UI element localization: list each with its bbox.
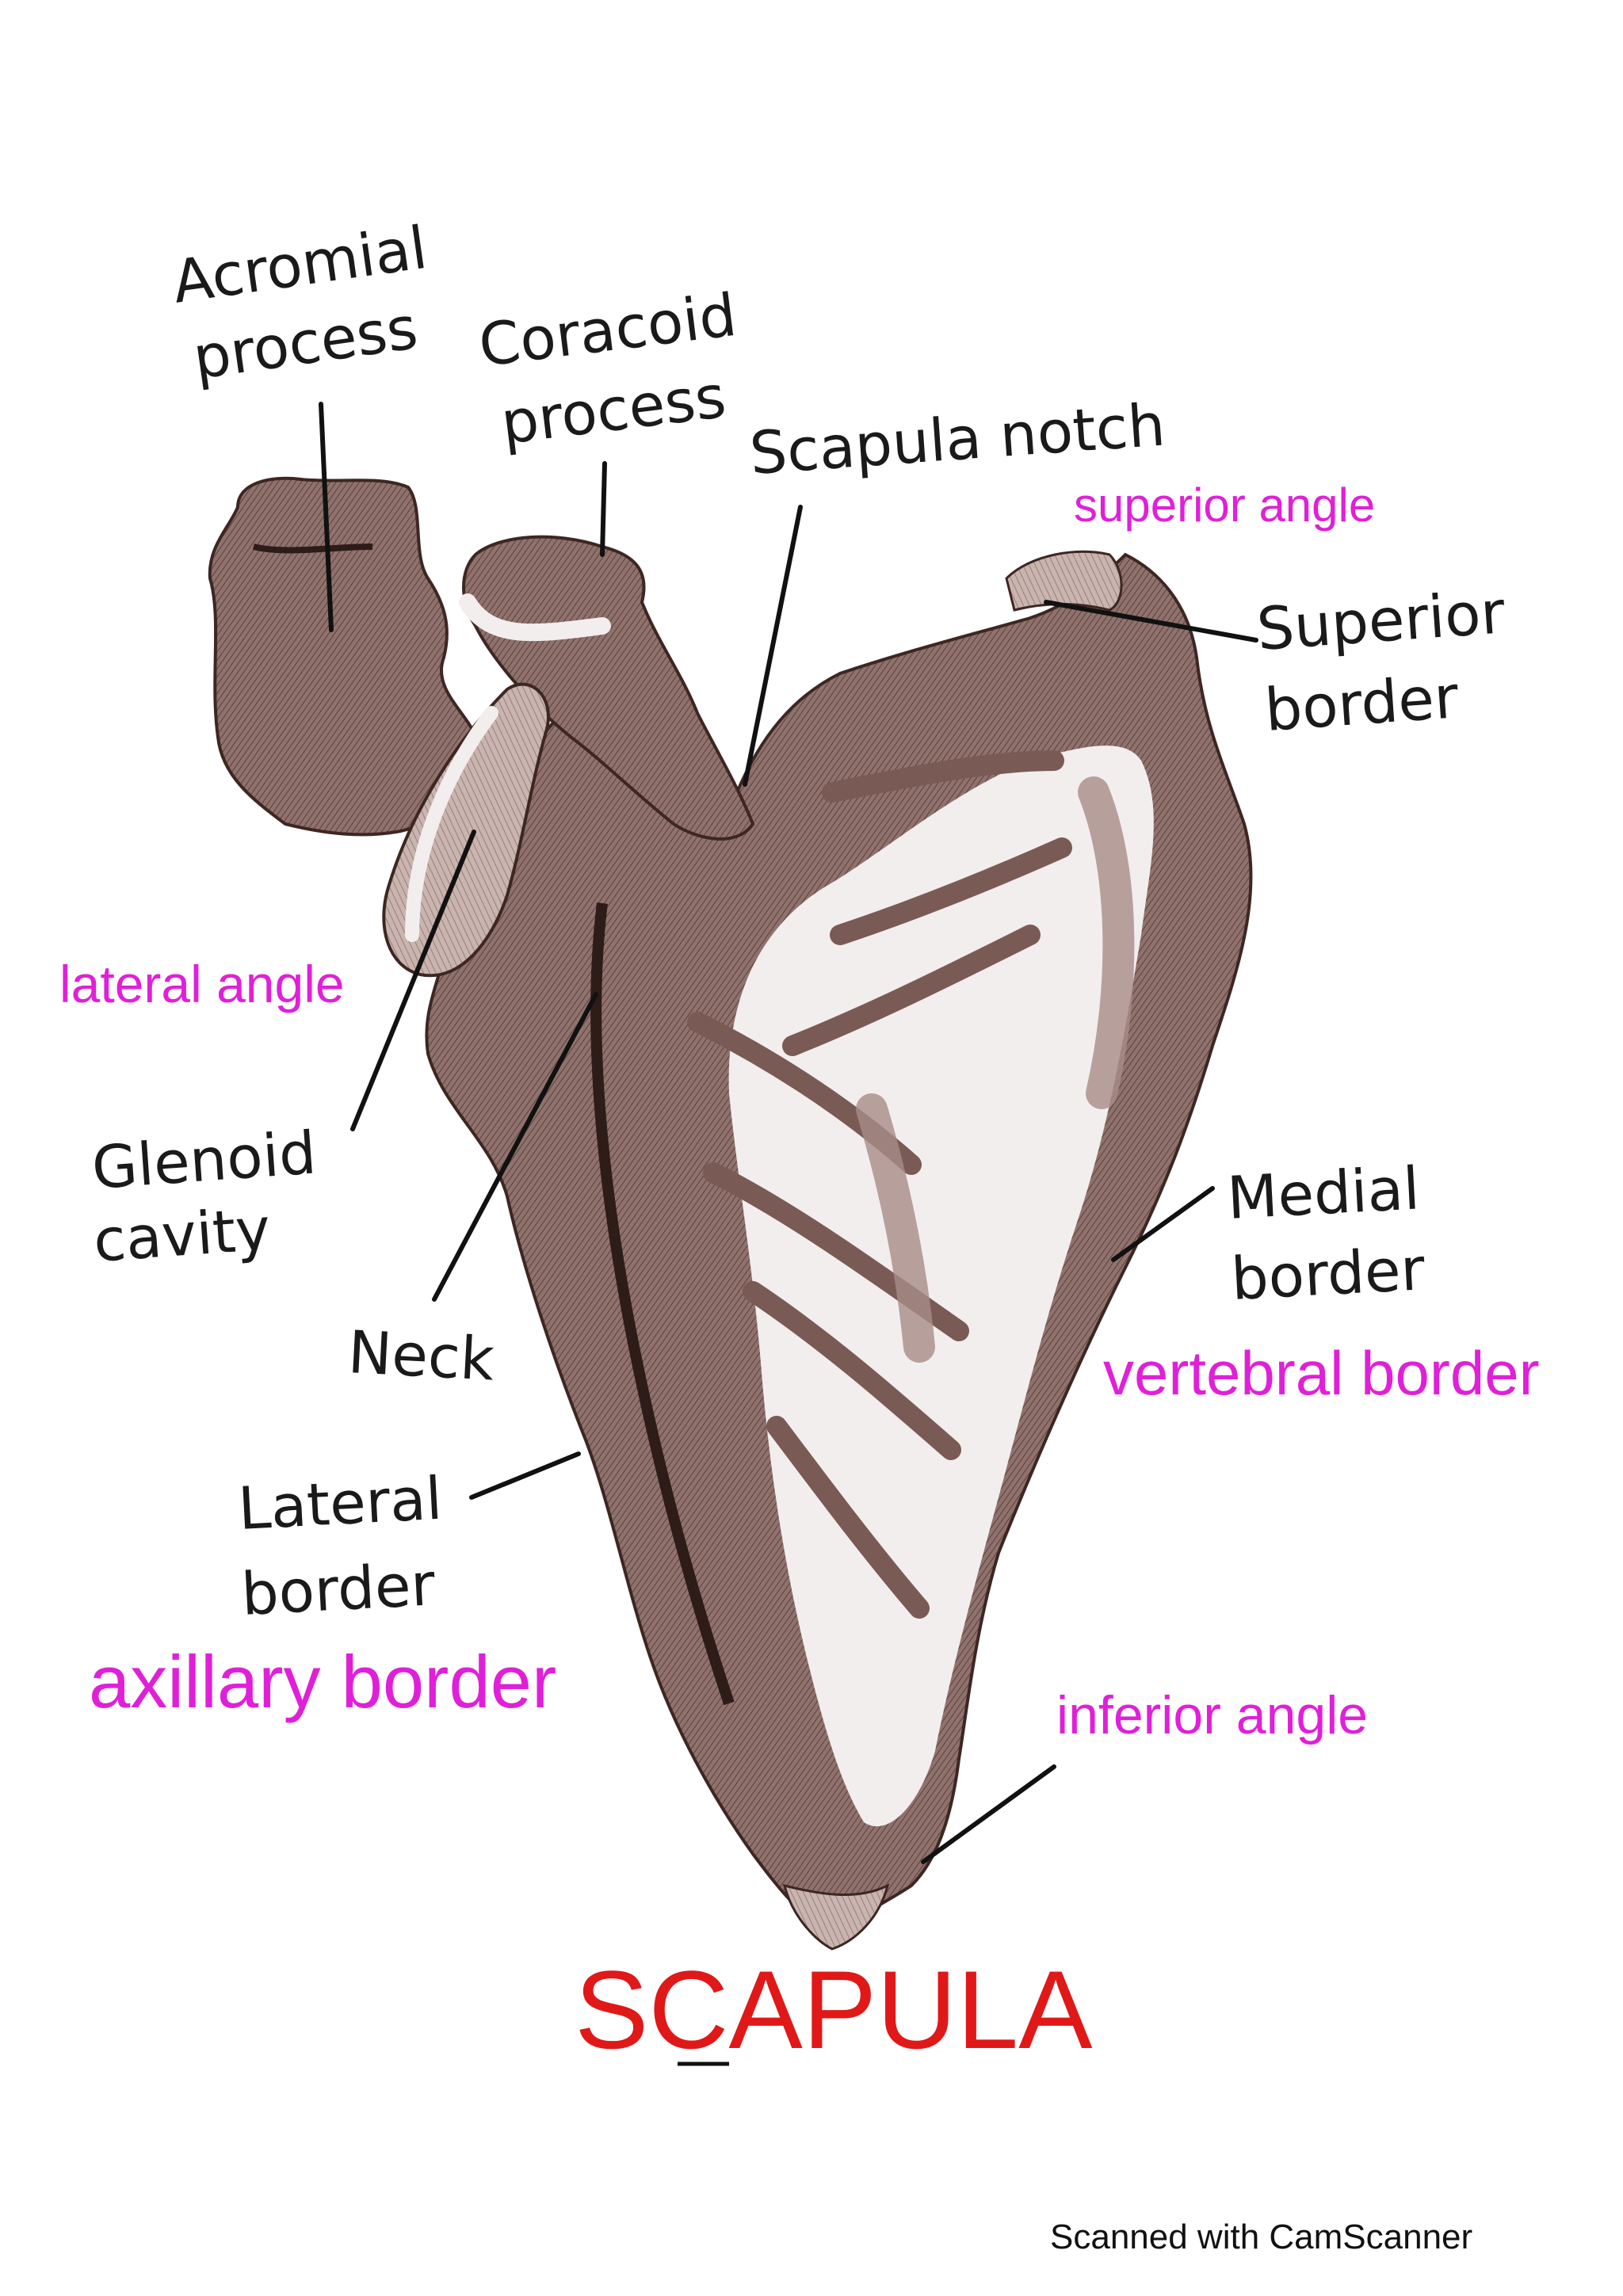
alternate-name-labels: superior angle lateral angle vertebral b… [59, 479, 1540, 1745]
leader-scapula-notch [743, 505, 803, 787]
label-lateral-border-line1: Lateral [236, 1465, 444, 1543]
label-vertebral-border: vertebral border [1103, 1338, 1540, 1408]
leader-acromial [319, 402, 334, 632]
glenoid-cavity-shape [382, 682, 550, 978]
label-inferior-angle: inferior angle [1056, 1685, 1368, 1745]
leader-superior-border [1044, 600, 1258, 643]
label-glenoid-line2: cavity [91, 1196, 273, 1276]
coracoid-process-shape [462, 535, 755, 841]
label-neck: Neck [346, 1318, 496, 1394]
leader-lines [319, 402, 1258, 1864]
label-coracoid-line2: process [498, 363, 730, 458]
label-scapula-notch: Scapula notch [747, 391, 1167, 488]
label-medial-border-line2: border [1229, 1235, 1426, 1314]
leader-neck [432, 992, 598, 1302]
label-superior-angle: superior angle [1074, 479, 1375, 532]
label-axillary-border: axillary border [89, 1640, 556, 1723]
subscapular-fossa-light [728, 746, 1154, 1827]
leader-lateral-border [469, 1451, 581, 1500]
label-lateral-angle: lateral angle [59, 955, 345, 1013]
label-glenoid-line1: Glenoid [90, 1119, 318, 1203]
scanner-watermark: Scanned with CamScanner [1050, 2218, 1472, 2256]
diagram-title: SCAPULA [575, 1947, 1093, 2072]
leader-medial-border [1111, 1186, 1215, 1262]
leader-coracoid [600, 461, 607, 557]
label-medial-border-line1: Medial [1225, 1154, 1421, 1233]
label-lateral-border-line2: border [239, 1550, 437, 1629]
scapula-bone [208, 476, 1253, 1951]
leader-inferior-angle [921, 1764, 1056, 1864]
label-superior-border-line1: Superior [1254, 578, 1507, 664]
anatomical-labels: Acromial process Coracoid process Scapul… [90, 214, 1507, 1629]
leader-glenoid [350, 830, 476, 1131]
label-superior-border-line2: border [1262, 663, 1461, 745]
